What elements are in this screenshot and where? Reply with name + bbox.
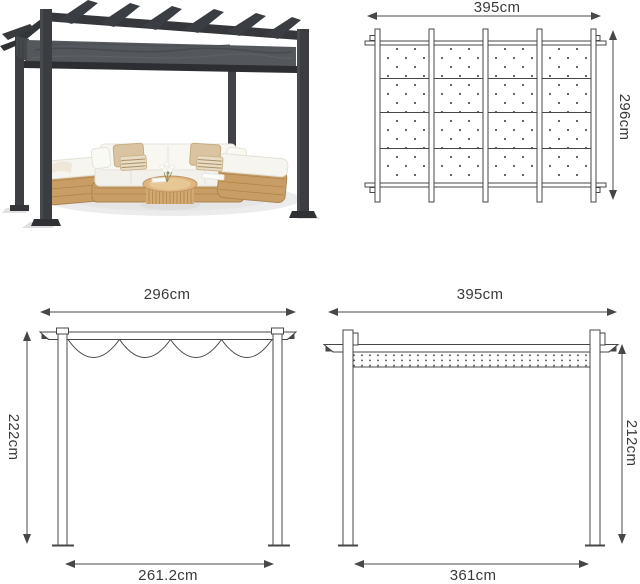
pergola-front-left-post	[31, 9, 61, 226]
front-base-label: 261.2cm	[138, 567, 198, 584]
side-width-label: 395cm	[456, 286, 504, 303]
side-beam-left-cap	[325, 346, 334, 352]
top-view-panel: 395cm 296cm	[330, 0, 640, 250]
front-beam-right-cap	[287, 333, 295, 339]
front-top-beam	[38, 331, 298, 340]
front-view-panel: 296cm 222cm 261.2cm	[0, 285, 320, 584]
canopy-valance	[67, 338, 273, 358]
side-posts	[342, 329, 606, 546]
front-posts	[56, 327, 284, 546]
side-beam-right-cap	[608, 346, 617, 352]
top-view-depth-label: 296cm	[616, 93, 633, 141]
side-base-label: 361cm	[449, 567, 497, 584]
pergola-canopy	[16, 36, 297, 73]
pergola-back-right-post	[228, 66, 236, 166]
front-height-label: 222cm	[5, 413, 22, 461]
front-beam-left-cap	[41, 333, 49, 339]
roof-beams	[374, 28, 597, 203]
pergola-back-left-post	[15, 30, 24, 208]
flower-bouquet	[159, 161, 175, 183]
pillow-group-right	[189, 142, 224, 172]
side-view-panel: 395cm 212cm 361cm	[320, 285, 640, 584]
top-view-width-label: 395cm	[473, 0, 521, 16]
top-view-drawing	[364, 12, 617, 203]
front-view-drawing	[23, 308, 298, 568]
side-canopy-band	[352, 351, 591, 368]
front-width-label: 296cm	[143, 286, 191, 303]
side-top-beam	[322, 344, 620, 353]
pergola-roof-frame	[0, 0, 301, 51]
pergola-back-left-post-base	[10, 205, 29, 211]
side-height-label: 212cm	[623, 419, 640, 467]
lounge-set	[41, 142, 289, 210]
pergola-front-right-post	[289, 29, 317, 218]
pergola-photo	[0, 0, 335, 265]
pillow-group-left	[112, 142, 148, 172]
pergola-photo-illustration	[0, 0, 320, 228]
coffee-table	[140, 172, 225, 210]
side-view-drawing	[322, 308, 626, 568]
